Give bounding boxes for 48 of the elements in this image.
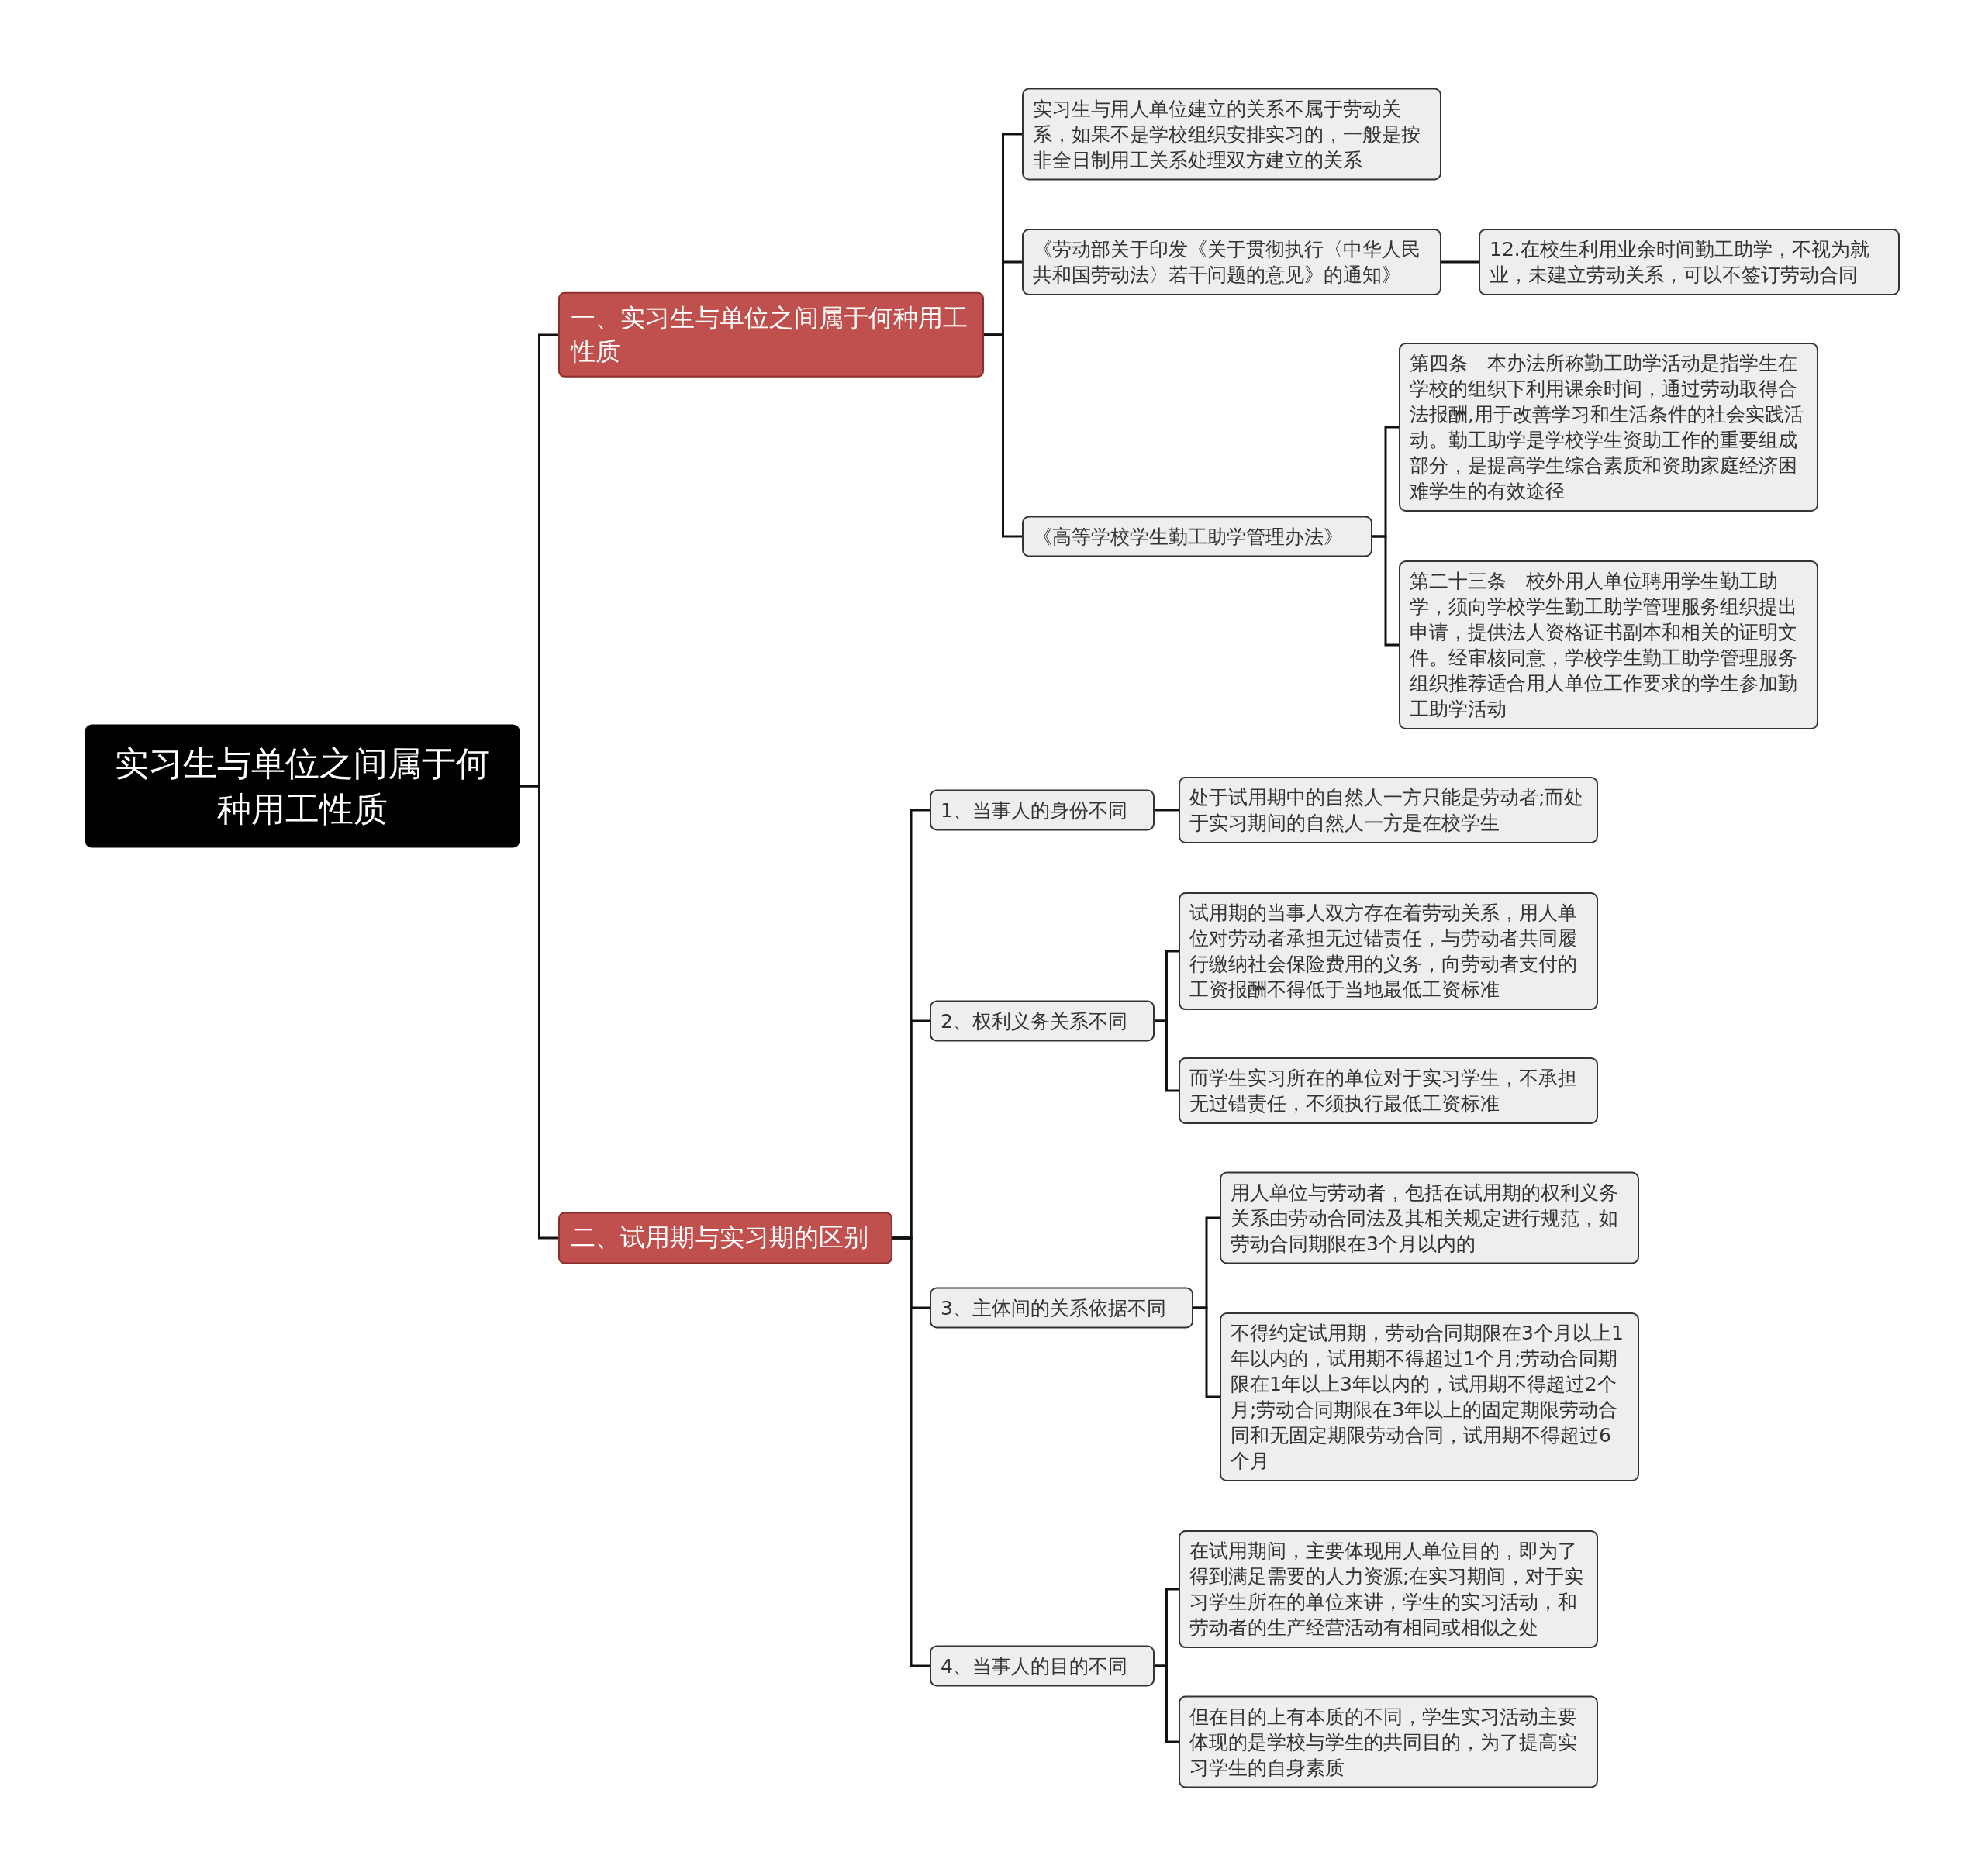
connector-line [1155, 1664, 1179, 1743]
branch-topic-box [558, 1212, 892, 1264]
topic-box [930, 1645, 1155, 1687]
topic-text: 12.在校生利用业余时间勤工助学，不视为就业，未建立劳动关系，可以不签订劳动合同 [1490, 237, 1870, 288]
topic-box [1179, 1695, 1598, 1788]
topic-text: 但在目的上有本质的不同，学生实习活动主要体现的是学校与学生的共同目的，为了提高实习学生的自身素质 [1189, 1704, 1578, 1781]
topic-text: 《高等学校学生勤工助学管理办法》 [1033, 524, 1344, 550]
connector-line [1155, 809, 1179, 812]
topic-text: 1、当事人的身份不同 [941, 798, 1128, 823]
topic-box [1220, 1171, 1639, 1264]
topic-text: 实习生与用人单位建立的关系不属于劳动关系，如果不是学校组织安排实习的，一般是按非全日制用工关系处理双方建立的关系 [1033, 96, 1421, 173]
topic-box [930, 789, 1155, 831]
topic-box [1179, 777, 1598, 843]
topic-text: 不得约定试用期，劳动合同期限在3个月以上1年以内的，试用期不得超过1个月;劳动合同期限在1年以上3年以内的，试用期不得超过2个月;劳动合同期限在3年以上的固定期限劳动合同和无固定期限劳动合同，试用期不得超过6个月 [1231, 1321, 1624, 1474]
topic-text: 实习生与单位之间属于何种用工性质 [114, 742, 491, 830]
root-topic-box [85, 724, 520, 848]
topic-box [1179, 1530, 1598, 1648]
connector-line [984, 333, 1022, 538]
topic-text: 处于试用期中的自然人一方只能是劳动者;而处于实习期间的自然人一方是在校学生 [1189, 785, 1585, 836]
topic-text: 而学生实习所在的单位对于实习学生，不承担无过错责任，不须执行最低工资标准 [1189, 1066, 1578, 1116]
topic-text: 二、试用期与实习期的区别 [571, 1222, 869, 1254]
topic-box [1022, 88, 1441, 181]
connector-line [1193, 1306, 1220, 1398]
topic-box [930, 1000, 1155, 1042]
connector-line [1155, 1019, 1179, 1092]
connector-line [1441, 260, 1479, 264]
topic-box [930, 1287, 1193, 1329]
topic-box [1399, 560, 1818, 729]
topic-text: 在试用期间，主要体现用人单位目的，即为了得到满足需要的人力资源;在实习期间，对于实习学生所在的单位来讲，学生的实习活动，和劳动者的生产经营活动有相同或相似之处 [1189, 1539, 1585, 1640]
connector-line [520, 785, 558, 1240]
topic-text: 4、当事人的目的不同 [941, 1654, 1128, 1679]
topic-box [1022, 516, 1372, 557]
topic-text: 第二十三条 校外用人单位聘用学生勤工助学，须向学校学生勤工助学管理服务组织提出申请，提供法人资格证书副本和相关的证明文件。经审核同意，学校学生勤工助学管理服务组织推荐适合用人单位工作要求的学生参加勤工助学活动 [1410, 569, 1798, 722]
connector-line [892, 1236, 930, 1667]
branch-topic-box [558, 291, 984, 378]
topic-text: 3、主体间的关系依据不同 [941, 1295, 1167, 1321]
topic-box [1479, 229, 1900, 295]
topic-text: 一、实习生与单位之间属于何种用工性质 [571, 302, 968, 367]
topic-box [1220, 1312, 1639, 1481]
topic-box [1179, 892, 1598, 1010]
connector-line [1372, 535, 1399, 647]
topic-box [1022, 229, 1441, 295]
topic-text: 《劳动部关于印发《关于贯彻执行〈中华人民共和国劳动法〉若干问题的意见》的通知》 [1033, 237, 1421, 288]
topic-text: 2、权利义务关系不同 [941, 1009, 1128, 1034]
topic-text: 试用期的当事人双方存在着劳动关系，用人单位对劳动者承担无过错责任，与劳动者共同履行缴纳社会保险费用的义务，向劳动者支付的工资报酬不得低于当地最低工资标准 [1189, 901, 1578, 1002]
topic-text: 第四条 本办法所称勤工助学活动是指学生在学校的组织下利用课余时间，通过劳动取得合法报酬,用于改善学习和生活条件的社会实践活动。勤工助学是学校学生资助工作的重要组成部分，是提高学生综合素质和资助家庭经济困难学生的有效途径 [1410, 351, 1804, 504]
topic-text: 用人单位与劳动者，包括在试用期的权利义务关系由劳动合同法及其相关规定进行规范，如劳动合同期限在3个月以内的 [1231, 1180, 1619, 1257]
topic-box [1179, 1057, 1598, 1124]
